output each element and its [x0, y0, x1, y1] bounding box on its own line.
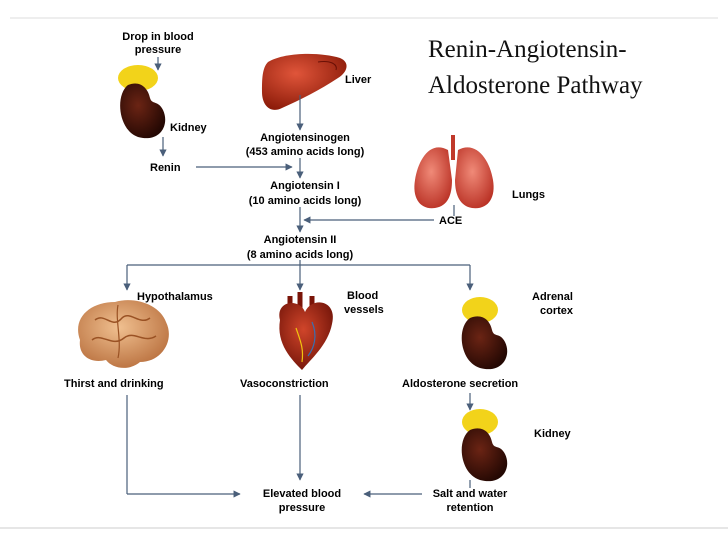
- lungs-icon: [414, 135, 494, 209]
- label-kidney-bottom: Kidney: [534, 428, 572, 440]
- label-blood-vessels-2: vessels: [344, 304, 384, 316]
- label-hypothalamus: Hypothalamus: [137, 291, 213, 303]
- brain-icon: [78, 300, 169, 368]
- label-angiotensin1-2: (10 amino acids long): [249, 195, 362, 207]
- label-salt-2: retention: [446, 502, 493, 514]
- kidney-bottom-icon: [461, 409, 508, 482]
- label-angiotensinogen-1: Angiotensinogen: [260, 132, 350, 144]
- label-renin: Renin: [150, 162, 181, 174]
- label-adrenal-2: cortex: [540, 305, 574, 317]
- label-vasoconstriction: Vasoconstriction: [240, 378, 329, 390]
- label-thirst: Thirst and drinking: [64, 378, 164, 390]
- label-aldosterone: Aldosterone secretion: [402, 378, 518, 390]
- label-ace: ACE: [439, 215, 462, 227]
- diagram-title-line2: Aldosterone Pathway: [428, 72, 643, 99]
- label-elevated-1: Elevated blood: [263, 488, 341, 500]
- label-elevated-2: pressure: [279, 502, 325, 514]
- label-drop-bp-1: Drop in blood: [122, 31, 193, 43]
- label-adrenal-1: Adrenal: [532, 291, 573, 303]
- heart-icon: [279, 292, 333, 370]
- liver-icon: [262, 53, 347, 110]
- label-liver: Liver: [345, 74, 372, 86]
- label-drop-bp-2: pressure: [135, 44, 181, 56]
- label-lungs: Lungs: [512, 189, 545, 201]
- label-angiotensin2-2: (8 amino acids long): [247, 249, 354, 261]
- label-angiotensin2-1: Angiotensin II: [264, 234, 337, 246]
- label-angiotensinogen-2: (453 amino acids long): [246, 146, 365, 158]
- diagram-title-line1: Renin-Angiotensin-: [428, 36, 627, 63]
- label-kidney-top: Kidney: [170, 122, 208, 134]
- label-blood-vessels-1: Blood: [347, 290, 378, 302]
- label-angiotensin1-1: Angiotensin I: [270, 180, 340, 192]
- label-salt-1: Salt and water: [433, 488, 508, 500]
- kidney-top-icon: [118, 65, 166, 139]
- adrenal-kidney-icon: [461, 297, 508, 370]
